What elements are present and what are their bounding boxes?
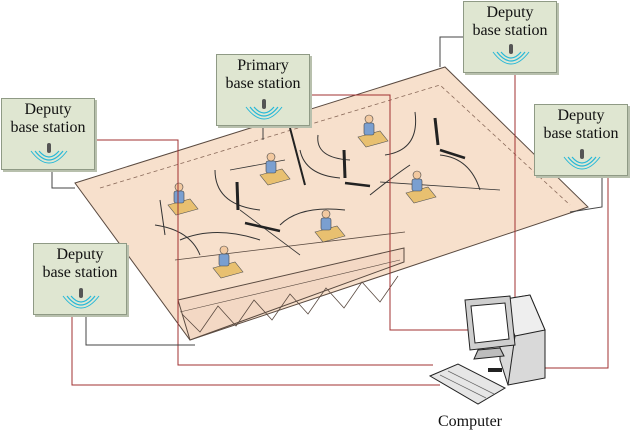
antenna-signal-icon bbox=[30, 143, 68, 164]
deputy-base-station-bottom-left: Deputy base station bbox=[33, 243, 127, 315]
primary-base-station: Primary base station bbox=[216, 54, 310, 126]
antenna-signal-icon bbox=[492, 44, 530, 65]
truss-zigzag bbox=[181, 275, 399, 333]
worker-icon bbox=[314, 209, 346, 243]
room-arc-9 bbox=[369, 164, 411, 196]
station-subtitle: base station bbox=[10, 119, 86, 136]
computer-label: Computer bbox=[438, 413, 502, 430]
deputy-base-station-top-right: Deputy base station bbox=[463, 1, 557, 73]
deputy-base-station-right: Deputy base station bbox=[534, 104, 628, 176]
worker-icon bbox=[212, 245, 244, 279]
station-subtitle: base station bbox=[543, 125, 619, 142]
worker-icon bbox=[259, 152, 291, 186]
station-subtitle: base station bbox=[472, 22, 548, 39]
floor-truss bbox=[177, 247, 405, 341]
worker-icon bbox=[357, 114, 389, 148]
room-arc-6 bbox=[154, 224, 201, 256]
wire-bottom-left bbox=[71, 315, 440, 386]
floor-plan bbox=[74, 66, 589, 341]
station-subtitle: base station bbox=[225, 75, 301, 92]
station-title: Primary bbox=[237, 57, 289, 74]
station-title: Deputy bbox=[486, 4, 534, 21]
station-title: Deputy bbox=[56, 246, 104, 263]
worker-icon bbox=[167, 182, 199, 216]
wire-primary bbox=[310, 94, 470, 331]
room-arc-5 bbox=[439, 154, 481, 191]
wire-left bbox=[96, 139, 433, 366]
worker-icon bbox=[405, 170, 437, 204]
room-arc-2 bbox=[299, 149, 341, 179]
wire-bottom-left-floor bbox=[85, 315, 195, 346]
station-title: Deputy bbox=[24, 101, 72, 118]
keyboard-icon bbox=[428, 363, 507, 405]
wire-top-right bbox=[439, 36, 465, 67]
deputy-base-station-left: Deputy base station bbox=[1, 98, 95, 170]
floor-surface bbox=[74, 66, 589, 341]
room-arc-1 bbox=[214, 169, 261, 211]
wire-right-computer bbox=[535, 176, 609, 369]
antenna-signal-icon bbox=[245, 99, 283, 120]
room-arc-7 bbox=[179, 232, 261, 241]
station-title: Deputy bbox=[557, 107, 605, 124]
room-arc-4 bbox=[384, 111, 417, 156]
computer-icon bbox=[428, 294, 546, 405]
connection-wires bbox=[51, 36, 609, 386]
antenna-signal-icon bbox=[62, 288, 100, 309]
station-subtitle: base station bbox=[42, 264, 118, 281]
wire-left-floor bbox=[51, 170, 75, 189]
wire-right bbox=[569, 176, 603, 213]
antenna-signal-icon bbox=[563, 149, 601, 170]
room-arc-8 bbox=[279, 208, 346, 226]
